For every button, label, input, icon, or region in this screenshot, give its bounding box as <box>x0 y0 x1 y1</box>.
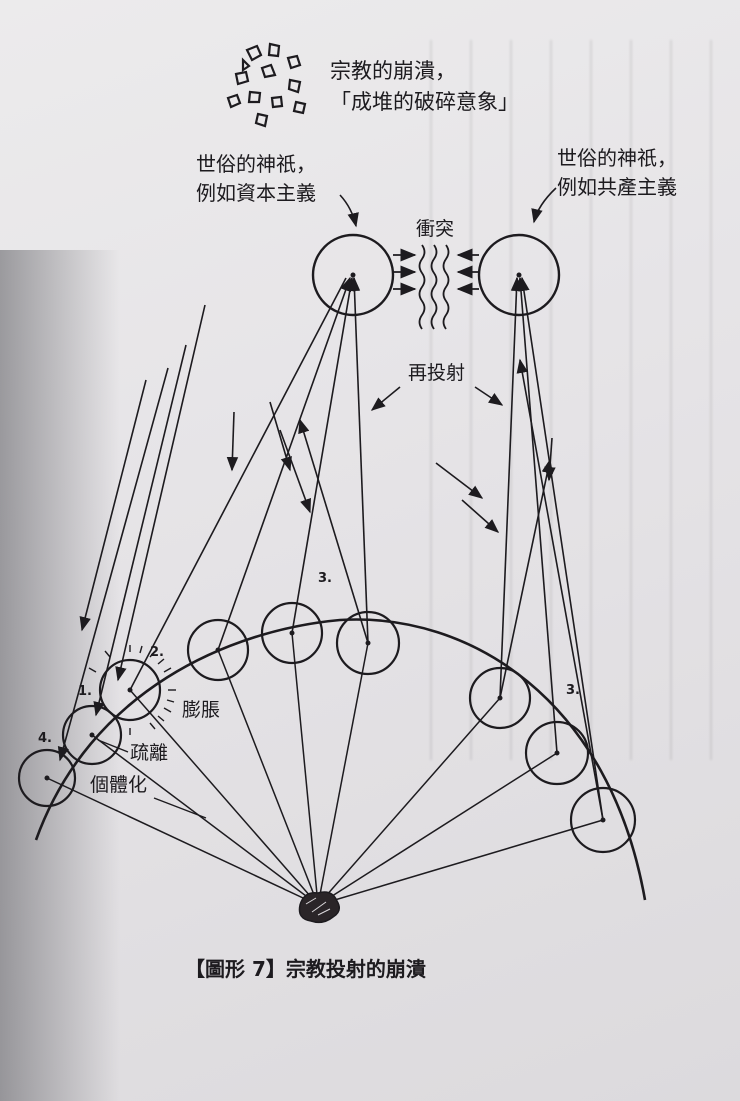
arc-circle-1 <box>61 704 123 766</box>
broken-images-icon <box>226 42 307 128</box>
arc-circle-c <box>335 610 401 676</box>
incoming-arrows <box>57 304 556 762</box>
expansion-rays <box>88 645 176 735</box>
right-god-label-1: 世俗的神祇， <box>557 146 677 170</box>
conflict-arrows <box>393 248 479 296</box>
conflict-label: 衝突 <box>416 218 454 240</box>
side-label-pointers <box>97 739 207 819</box>
arc-circle-d <box>468 666 532 730</box>
marker-3-left: 3. <box>318 571 332 586</box>
conflict-waves <box>418 244 450 330</box>
arc-circles <box>17 601 637 854</box>
communism-circle <box>477 233 561 317</box>
marker-4: 4. <box>38 731 52 746</box>
left-god-label-2: 例如資本主義 <box>196 181 316 205</box>
arc-circle-4 <box>17 748 77 808</box>
arc-circle-e <box>524 720 590 786</box>
center-radiating-lines <box>46 632 604 906</box>
marker-1: 1. <box>78 684 92 699</box>
arc-circle-a <box>186 618 250 682</box>
marker-3-right: 3. <box>566 683 580 698</box>
marker-2: 2. <box>150 645 164 660</box>
individuation-label: 個體化 <box>90 774 147 796</box>
expansion-label: 膨脹 <box>182 699 220 721</box>
figure-caption: 【圖形 7】宗教投射的崩潰 <box>185 957 426 981</box>
label-pointers <box>339 187 557 411</box>
collapse-title: 宗教的崩潰， <box>330 59 456 83</box>
separation-label: 疏離 <box>130 742 168 764</box>
projection-lines-capitalism <box>129 276 369 691</box>
projection-lines-communism <box>499 276 604 821</box>
self-nucleus-icon <box>298 891 340 924</box>
capitalism-circle <box>311 233 395 317</box>
collapse-subtitle: 「成堆的破碎意象」 <box>330 90 519 114</box>
consciousness-arc <box>34 618 647 901</box>
right-god-label-2: 例如共產主義 <box>557 175 677 199</box>
circle-center-dots <box>44 272 606 823</box>
arc-circle-b <box>260 601 324 665</box>
arc-circle-f <box>569 786 637 854</box>
reprojection-label: 再投射 <box>408 362 465 384</box>
arc-circle-2 <box>98 658 162 722</box>
left-god-label-1: 世俗的神祇， <box>196 152 316 176</box>
